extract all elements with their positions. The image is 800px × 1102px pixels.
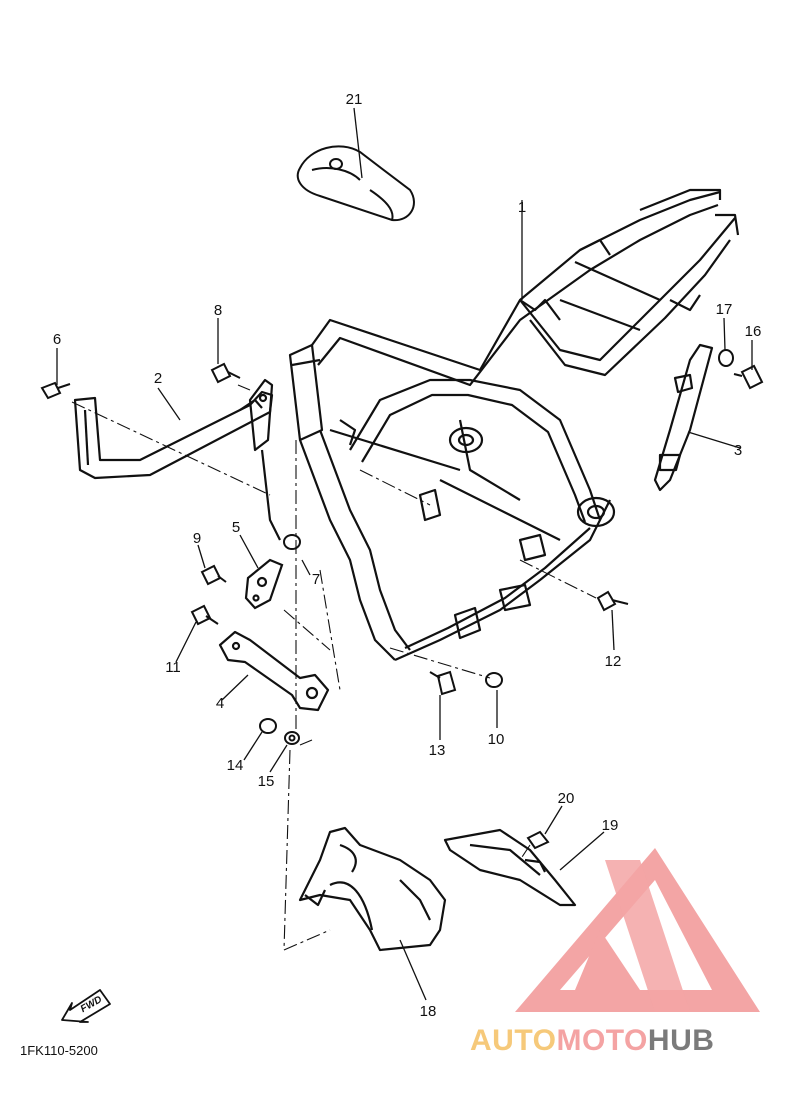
watermark-logo	[515, 848, 760, 1012]
callout-3: 3	[734, 442, 742, 459]
callout-6: 6	[53, 331, 61, 348]
callout-10: 10	[488, 731, 505, 748]
callout-12: 12	[605, 653, 622, 670]
watermark-auto: AUTO	[470, 1024, 556, 1057]
callout-11: 11	[165, 659, 181, 676]
part-3-bracket	[653, 343, 714, 492]
callout-16: 16	[745, 323, 762, 340]
assembly-lines	[71, 384, 597, 951]
callout-18: 18	[420, 1003, 437, 1020]
callouts: 1 2 3 4 5 6 7 8 9 10 11 12 13 14 15 16 1…	[53, 91, 762, 1020]
callout-5: 5	[232, 519, 240, 536]
callout-13: 13	[429, 742, 446, 759]
callout-17: 17	[716, 301, 733, 318]
leader-lines	[56, 317, 753, 1001]
callout-1: 1	[518, 199, 526, 216]
part-5-plate	[244, 558, 284, 610]
callout-2: 2	[154, 370, 162, 387]
callout-7: 7	[312, 571, 320, 588]
callout-21: 21	[346, 91, 363, 108]
part-19-guard	[443, 828, 577, 907]
part-1-main-frame	[248, 188, 740, 662]
watermark-hub: HUB	[648, 1024, 715, 1057]
part-18-cover	[298, 826, 447, 952]
callout-8: 8	[214, 302, 222, 319]
fasteners	[40, 349, 764, 850]
watermark-moto: MOTO	[556, 1024, 647, 1057]
callout-19: 19	[602, 817, 619, 834]
callout-15: 15	[258, 773, 275, 790]
callout-14: 14	[227, 757, 244, 774]
callout-20: 20	[558, 790, 575, 807]
part-21-cover	[296, 145, 415, 222]
fwd-arrow: FWD	[61, 989, 111, 1023]
part-4-rod	[218, 630, 330, 712]
callout-4: 4	[216, 695, 224, 712]
part-2-bracket	[73, 390, 274, 480]
part-code: 1FK110-5200	[20, 1043, 98, 1058]
watermark-text: AUTOMOTOHUB	[470, 1024, 714, 1057]
callout-9: 9	[193, 530, 201, 547]
